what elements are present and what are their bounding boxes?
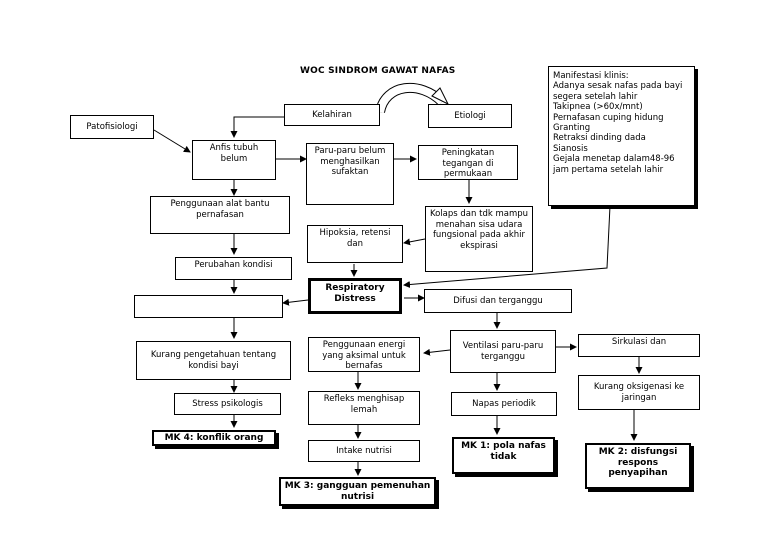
node-stress: Stress psikologis: [174, 393, 281, 415]
arrow-patofisiologi-anfis: [153, 129, 191, 153]
node-ventilasi: Ventilasi paru-paru terganggu: [450, 330, 556, 373]
manifestasi-klinis-box: Manifestasi klinis: Adanya sesak nafas p…: [548, 66, 695, 206]
node-napas-periodik: Napas periodik: [451, 392, 557, 416]
node-difusi: Difusi dan terganggu: [424, 289, 572, 313]
node-refleks: Refleks menghisap lemah: [308, 391, 420, 425]
node-anfis: Anfis tubuh belum: [192, 140, 276, 180]
mk2-disfungsi: MK 2: disfungsi respons penyapihan: [585, 443, 691, 489]
node-kurang-oksigenasi: Kurang oksigenasi ke jaringan: [578, 375, 700, 410]
manifestasi-line: Gejala menetap dalam48-96 jam pertama se…: [553, 154, 675, 175]
mk4-konflik: MK 4: konflik orang: [152, 430, 276, 446]
manifestasi-line: Granting: [553, 123, 591, 134]
manifestasi-line: Adanya sesak nafas pada bayi segera sete…: [553, 81, 683, 102]
diagram-title: WOC SINDROM GAWAT NAFAS: [300, 66, 456, 76]
node-paru-belum: Paru-paru belum menghasilkan sufaktan: [306, 143, 394, 205]
node-patofisiologi: Patofisiologi: [70, 115, 154, 139]
manifestasi-heading: Manifestasi klinis:: [553, 71, 629, 81]
arrow-respiratory-terpajaan: [282, 298, 309, 306]
node-hipoksia: Hipoksia, retensi dan: [307, 225, 403, 263]
arrow-kelahiran-anfis: [230, 116, 284, 138]
node-kelahiran: Kelahiran: [284, 104, 380, 126]
node-respiratory-distress: Respiratory Distress: [308, 278, 402, 314]
manifestasi-line: Takipnea (>60x/mnt): [553, 102, 643, 113]
manifestasi-line: Sianosis: [553, 143, 588, 154]
manifestasi-line: Retraksi dinding dada: [553, 133, 646, 144]
node-kurang-terpajaan: [134, 295, 283, 318]
mk3-gangguan-nutrisi: MK 3: gangguan pemenuhan nutrisi: [279, 477, 436, 506]
node-sirkulasi: Sirkulasi dan: [578, 334, 700, 357]
node-intake-nutrisi: Intake nutrisi: [308, 440, 420, 462]
node-kurang-pengetahuan: Kurang pengetahuan tentang kondisi bayi: [136, 341, 291, 380]
arrow-manifestasi-respiratory: [403, 205, 611, 288]
node-perubahan: Perubahan kondisi: [175, 257, 292, 280]
node-penggunaan-alat: Penggunaan alat bantu pernafasan: [150, 196, 290, 234]
arrow-ventilasi-energi: [423, 348, 451, 356]
manifestasi-line: Pernafasan cuping hidung: [553, 112, 664, 123]
node-penggunaan-energi: Penggunaan energi yang aksimal untuk ber…: [308, 337, 420, 372]
arrow-kolaps-hipoksia: [403, 238, 426, 246]
node-peningkatan: Peningkatan tegangan di permukaan: [418, 145, 518, 180]
mk1-pola-nafas: MK 1: pola nafas tidak: [452, 437, 555, 474]
node-kolaps: Kolaps dan tdk mampu menahan sisa udara …: [425, 206, 533, 272]
node-etiologi: Etiologi: [428, 104, 512, 128]
